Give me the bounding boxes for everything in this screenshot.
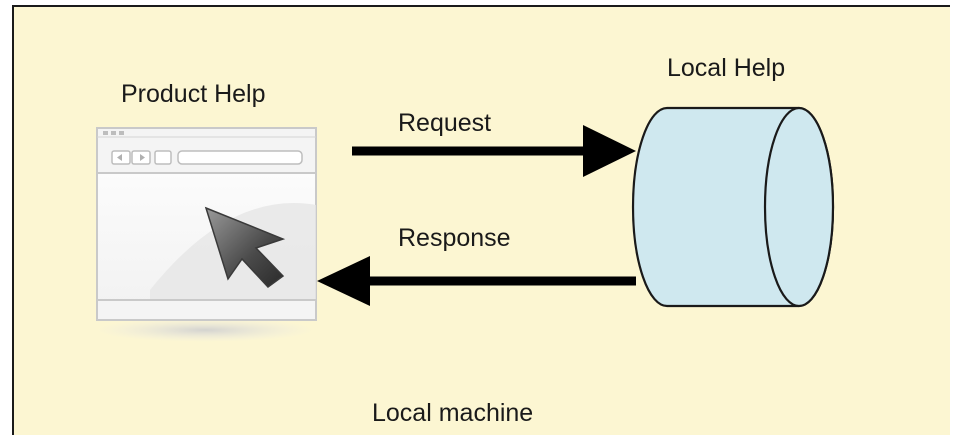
local-help-label: Local Help <box>667 54 786 82</box>
product-help-label: Product Help <box>121 80 266 108</box>
response-arrow <box>317 256 636 306</box>
browser-window-icon <box>95 127 317 342</box>
cursor-arrow-icon <box>204 206 286 288</box>
request-label: Request <box>398 109 492 137</box>
request-arrow <box>352 125 636 177</box>
response-label: Response <box>398 224 511 252</box>
cylinder-database-icon <box>631 106 835 308</box>
local-machine-label: Local machine <box>372 399 534 427</box>
